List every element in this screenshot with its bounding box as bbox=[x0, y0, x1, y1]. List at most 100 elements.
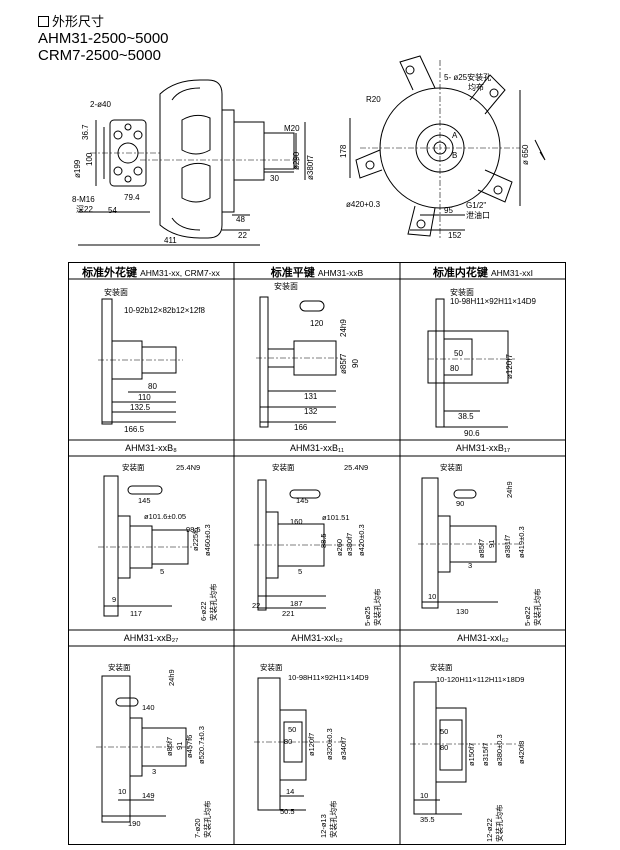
cell-b27: 安装面 24h9 140 ø85f7 91 ø457f6 ø520.7±0.3 … bbox=[96, 662, 212, 838]
dim-22: 22 bbox=[238, 231, 247, 240]
dim-d290: ø290 bbox=[292, 151, 301, 170]
dim-d460: ø460±0.3 bbox=[203, 524, 212, 556]
spline-spec: 10-98H11×92H11×14D9 bbox=[450, 297, 537, 306]
spline-spec: 10-120H11×112H11×18D9 bbox=[436, 675, 524, 684]
dim-d419: ø419±0.3 bbox=[517, 526, 526, 558]
cell-external-spline: 安装面 10-92b12×82b12×12f8 80 110 132.5 166… bbox=[98, 287, 206, 434]
caption-i52: AHM31-xxI₅₂ bbox=[291, 633, 343, 643]
dim-91: 91 bbox=[175, 742, 184, 750]
dim-149: 149 bbox=[142, 791, 155, 800]
dim-132-5: 132.5 bbox=[130, 403, 151, 412]
holes-uniform: 安装孔均布 bbox=[202, 800, 212, 838]
mounting-face-label: 安装面 bbox=[430, 662, 453, 672]
dim-131: 131 bbox=[304, 392, 318, 401]
mounting-holes-label: 5- ø25安装孔 bbox=[444, 72, 491, 82]
port-g12: G1/2" bbox=[466, 201, 486, 210]
dim-22: 22 bbox=[252, 601, 260, 610]
mounting-face-label: 安装面 bbox=[450, 287, 474, 297]
cell-i52: 安装面 10-98H11×92H11×14D9 50 80 ø120f7 ø32… bbox=[254, 662, 369, 838]
port-b: B bbox=[452, 151, 457, 160]
column-header-external-spline: 标准外花键 AHM31-xx, CRM7-xx bbox=[82, 267, 220, 279]
dim-24h9: 24h9 bbox=[339, 319, 348, 337]
top-drawing: 2-ø40 36.7 100 ø199 8-M16 深22 54 79.4 54… bbox=[72, 55, 546, 246]
dim-411: 411 bbox=[164, 236, 177, 245]
table-frame bbox=[68, 262, 566, 845]
dim-90: 90 bbox=[351, 359, 360, 368]
cell-i62: 安装面 10-120H11×112H11×18D9 50 80 ø150f7 ø… bbox=[410, 662, 526, 842]
dim-50-5: 50.5 bbox=[280, 807, 295, 816]
cell-internal-spline: 安装面 10-98H11×92H11×14D9 50 80 ø120f7 38.… bbox=[427, 287, 537, 438]
column-header-internal-spline: 标准内花键 AHM31-xxI bbox=[432, 267, 534, 279]
mounting-face-label: 安装面 bbox=[272, 462, 295, 472]
dim-depth-22: 深22 bbox=[76, 205, 93, 214]
dim-140: 140 bbox=[142, 703, 155, 712]
dim-80: 80 bbox=[148, 382, 157, 391]
dim-54-label: 54 bbox=[108, 206, 117, 215]
dim-9: 9 bbox=[112, 595, 116, 604]
mounting-holes: 5-ø25 bbox=[363, 606, 372, 626]
cell-b11: 安装面 25.4N9 145 160 ø101.51 88.5 ø260 ø38… bbox=[252, 462, 382, 626]
dim-10: 10 bbox=[420, 791, 428, 800]
caption-b11: AHM31-xxB₁₁ bbox=[289, 443, 345, 453]
checkbox-icon bbox=[38, 16, 49, 27]
dim-90-6: 90.6 bbox=[464, 429, 480, 438]
column-header-flat-key: 标准平键 AHM31-xxB bbox=[270, 267, 364, 279]
mounting-face-label: 安装面 bbox=[104, 287, 128, 297]
mounting-face-label: 安装面 bbox=[274, 281, 298, 291]
dim-152: 152 bbox=[448, 231, 462, 240]
dim-48: 48 bbox=[236, 215, 245, 224]
page-title: 外形尺寸 bbox=[52, 14, 105, 29]
dim-d315f7: ø315f7 bbox=[481, 743, 490, 766]
spline-spec: 10-92b12×82b12×12f8 bbox=[124, 306, 206, 315]
caption-b8: AHM31-xxB₈ bbox=[125, 443, 177, 453]
dim-d420f8: ø420f8 bbox=[517, 741, 526, 764]
cell-b17: 安装面 24h9 90 ø85f7 91 ø381f7 ø419±0.3 3 1… bbox=[418, 462, 542, 626]
dim-117: 117 bbox=[130, 609, 142, 618]
dim-91: 91 bbox=[487, 540, 496, 548]
dim-d260: ø260 bbox=[335, 539, 344, 556]
dim-5: 5 bbox=[160, 567, 164, 576]
mounting-holes: 5-ø22 bbox=[523, 606, 532, 626]
caption-b17: AHM31-xxB₁₇ bbox=[455, 443, 511, 453]
dim-3: 3 bbox=[152, 767, 156, 776]
caption-b27: AHM31-xxB₂₇ bbox=[123, 633, 179, 643]
dim-d101-6: ø101.6±0.05 bbox=[144, 512, 186, 521]
dim-5: 5 bbox=[298, 567, 302, 576]
drain-port-label: 泄油口 bbox=[466, 210, 490, 220]
dim-d120f7: ø120f7 bbox=[307, 733, 316, 756]
mounting-holes: 12-ø13 bbox=[319, 814, 328, 838]
caption-i62: AHM31-xxI₆₂ bbox=[457, 633, 509, 643]
dim-d380f7: ø380f7 bbox=[345, 533, 354, 556]
mounting-face-label: 安装面 bbox=[260, 662, 283, 672]
port-a: A bbox=[452, 131, 458, 140]
dim-d381f7: ø381f7 bbox=[503, 535, 512, 558]
dim-d457f6: ø457f6 bbox=[185, 735, 194, 758]
dim-132: 132 bbox=[304, 407, 318, 416]
holes-uniform: 安装孔均布 bbox=[494, 804, 504, 842]
dim-79-4: 79.4 bbox=[124, 193, 140, 202]
dim-95: 95 bbox=[444, 206, 453, 215]
dim-221: 221 bbox=[282, 609, 295, 618]
holes-uniform: 安装孔均布 bbox=[208, 583, 218, 621]
dim-50: 50 bbox=[454, 349, 463, 358]
dim-160: 160 bbox=[290, 517, 303, 526]
uniform-label: 均布 bbox=[468, 82, 484, 92]
dim-80: 80 bbox=[440, 743, 448, 752]
cell-b8: 安装面 25.4N9 145 ø101.6±0.05 98.5 ø225f6 ø… bbox=[98, 462, 218, 621]
dim-110: 110 bbox=[138, 393, 151, 402]
dim-d199: ø199 bbox=[73, 159, 82, 178]
dim-d320: ø320±0.3 bbox=[325, 728, 334, 760]
dim-24h9: 24h9 bbox=[505, 481, 514, 498]
dim-145: 145 bbox=[296, 496, 309, 505]
dim-35-5: 35.5 bbox=[420, 815, 435, 824]
dim-m20: M20 bbox=[284, 124, 300, 133]
dim-50: 50 bbox=[440, 727, 448, 736]
dim-d85f7: ø85f7 bbox=[339, 353, 348, 374]
dim-130: 130 bbox=[456, 607, 469, 616]
dim-d420: ø420+0.3 bbox=[346, 200, 381, 209]
mounting-holes: 6-ø22 bbox=[199, 601, 208, 621]
dim-2-d40: 2-ø40 bbox=[90, 100, 111, 109]
dim-88-5: 88.5 bbox=[319, 533, 328, 548]
dim-d420: ø420±0.3 bbox=[357, 524, 366, 556]
dim-80: 80 bbox=[450, 364, 459, 373]
